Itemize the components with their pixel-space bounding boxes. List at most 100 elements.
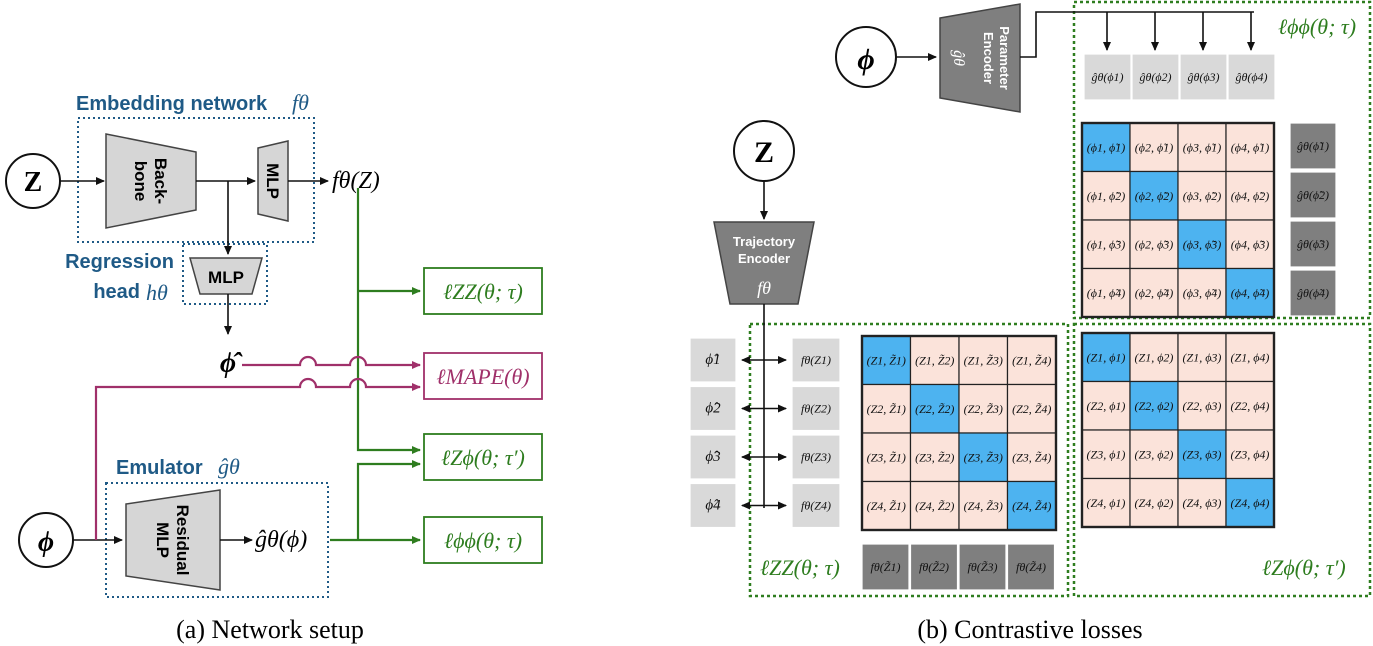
embedding-title: Embedding network [76,93,268,115]
loss-zphi-box [423,433,543,481]
f-z-cell-2 [791,385,841,432]
zphi-cell-1-2-label: (Z1, ϕ2) [1135,350,1174,364]
loss-phiphi-label: ℓϕϕ(θ; τ) [444,528,522,553]
f-z-cell-4 [791,482,841,529]
regression-title-1: Regression [65,251,174,273]
zphi-cell-2-3-label: (Z2, ϕ3) [1183,399,1222,413]
param-encoder-label-1: Parameter [997,26,1012,90]
zphi-cell-1-4-label: (Z1, ϕ4) [1231,350,1270,364]
zz-cell-2-4-label: (Z2, Z̃4) [1012,402,1051,416]
zz-cell-2-2-label: (Z2, Z̃2) [915,402,954,416]
g-top-cell-1 [1083,53,1132,101]
zphi-cell-4-3 [1177,477,1227,528]
loss-phiphi-right: ℓϕϕ(θ; τ) [1278,14,1356,39]
zphi-cell-4-3-label: (Z4, ϕ3) [1183,496,1222,510]
phi-hat-cell-3 [689,434,737,480]
mlp-label: MLP [263,163,282,199]
zz-cell-4-2-label: (Z4, Z̃2) [915,499,954,513]
zz-cell-3-3-label: (Z3, Z̃3) [964,450,1003,464]
zz-cell-2-3 [958,383,1009,434]
f-z-cell-3-label: fθ(Z3) [801,450,831,464]
g-tilde-cell-4 [1289,269,1337,317]
phiphi-cell-2-4-label: (ϕ4, ϕ̃2) [1231,189,1269,203]
regression-mlp-block [189,257,263,295]
f-ztilde-cell-3 [958,543,1007,591]
zphi-cell-2-2-label: (Z2, ϕ2) [1135,399,1174,413]
z-node-right-label: Z [754,136,774,169]
zz-cell-1-3 [958,335,1009,386]
phiphi-cell-2-1-label: (ϕ1, ϕ̃2) [1087,189,1125,203]
zz-cell-1-2 [909,335,960,386]
phiphi-cell-3-4-label: (ϕ4, ϕ̃3) [1231,237,1269,251]
zphi-cell-3-1-label: (Z3, ϕ1) [1087,447,1126,461]
regression-head-box [182,243,268,305]
f-z-cell-1 [791,337,841,383]
zz-cell-3-4 [1006,432,1057,483]
caption-contrastive-losses: (b) Contrastive losses [917,615,1142,644]
phiphi-cell-1-3 [1177,122,1227,173]
phiphi-cell-1-3-label: (ϕ3, ϕ̃1) [1183,140,1221,154]
residual-label-1: Residual [173,505,192,576]
g-tilde-cell-3-label: ĝθ(ϕ̃3) [1297,237,1329,251]
phiphi-cell-2-1 [1081,170,1131,221]
phiphi-cell-3-2-label: (ϕ2, ϕ̃3) [1135,237,1173,251]
zz-cell-4-2 [909,480,960,531]
phiphi-cell-1-4-label: (ϕ4, ϕ̃1) [1231,140,1269,154]
regression-symbol: hθ [146,280,168,305]
zphi-cell-3-4-label: (Z3, ϕ4) [1231,447,1270,461]
f-ztilde-cell-2 [909,543,959,591]
zz-cell-2-3-label: (Z2, Z̃3) [964,402,1003,416]
phi-hat-cell-2-label: ϕ̂2 [705,401,721,417]
g-top-cell-2-label: ĝθ(ϕ2) [1139,70,1171,84]
phiphi-cell-4-3 [1177,267,1227,318]
zz-cell-2-2 [909,383,960,434]
phiphi-matrix-border [1080,121,1276,319]
zz-cell-4-4 [1006,480,1057,531]
g-tilde-cell-2-label: ĝθ(ϕ̃2) [1297,188,1329,202]
zphi-matrix-border [1080,331,1276,529]
phi-hat-cell-1 [689,337,737,383]
g-top-cell-4-label: ĝθ(ϕ4) [1235,70,1267,84]
zz-cell-3-4-label: (Z3, Z̃4) [1012,450,1051,464]
zz-cell-1-1-label: (Z1, Z̃1) [867,353,906,367]
backbone-label-2: bone [131,161,150,202]
f-ztilde-cell-1-label: fθ(Z̃1) [871,560,901,574]
phi-hat-cell-3-label: ϕ̂3 [705,449,720,465]
zphi-cell-2-4-label: (Z2, ϕ4) [1231,399,1270,413]
phiphi-cell-4-1-label: (ϕ1, ϕ̃4) [1087,286,1125,300]
g-top-cell-4 [1227,53,1276,101]
g-tilde-cell-3 [1289,220,1337,268]
zz-cell-4-3-label: (Z4, Z̃3) [964,499,1003,513]
phi-hat-cell-1-label: ϕ̂1 [705,352,720,368]
f-z-cell-3 [791,434,841,480]
g-top-cell-3-label: ĝθ(ϕ3) [1187,70,1219,84]
zz-cell-1-4-label: (Z1, Z̃4) [1012,353,1051,367]
f-ztilde-cell-4-label: fθ(Z̃4) [1016,560,1046,574]
g-top-cell-1-label: ĝθ(ϕ1) [1091,70,1123,84]
loss-zz-label: ℓZZ(θ; τ) [443,279,523,304]
phiphi-cell-3-3-label: (ϕ3, ϕ̃3) [1183,237,1221,251]
zphi-cell-2-1-label: (Z2, ϕ1) [1087,399,1126,413]
phiphi-cell-2-2-label: (ϕ2, ϕ̃2) [1135,189,1173,203]
emulator-title: Emulator [116,457,203,479]
zphi-cell-4-2 [1129,477,1179,528]
emulator-symbol: ĝθ [218,454,240,479]
zz-cell-1-3-label: (Z1, Z̃3) [964,353,1003,367]
g-tilde-cell-1 [1289,122,1337,170]
zz-cell-3-1-label: (Z3, Z̃1) [867,450,906,464]
phiphi-cell-1-2-label: (ϕ2, ϕ̃1) [1135,140,1173,154]
zphi-cell-3-1 [1081,429,1131,480]
zz-cell-4-4-label: (Z4, Z̃4) [1012,499,1051,513]
zz-cell-2-1 [861,383,912,434]
g-tilde-cell-4-label: ĝθ(ϕ̃4) [1297,286,1329,300]
phiphi-cell-4-4-label: (ϕ4, ϕ̃4) [1231,286,1269,300]
phiphi-cell-3-4 [1225,219,1275,270]
phi-hat-cell-4-label: ϕ̂4 [705,498,721,514]
f-z-cell-1-label: fθ(Z1) [801,353,831,367]
embedding-symbol: fθ [292,90,309,115]
loss-zz-box [423,267,543,315]
residual-mlp-block [125,489,221,591]
phi-input-label: ϕ [38,527,54,558]
phiphi-cell-4-1 [1081,267,1131,318]
f-ztilde-cell-1 [861,543,910,591]
